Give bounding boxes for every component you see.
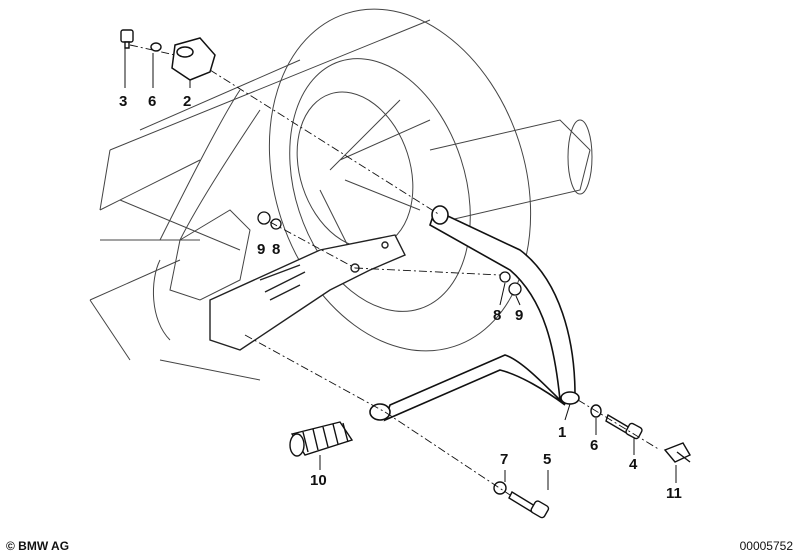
callout-2: 2 (183, 93, 191, 110)
callout-4: 4 (629, 456, 638, 473)
callout-6b: 6 (590, 437, 598, 454)
clamp (171, 37, 216, 81)
callout-9a: 9 (257, 241, 265, 258)
washer-8b (499, 271, 511, 283)
callout-7: 7 (500, 451, 508, 468)
callout-9b: 9 (515, 307, 523, 324)
callout-11: 11 (666, 485, 682, 502)
callout-1: 1 (558, 424, 566, 441)
rubber-footpeg-10 (289, 421, 354, 457)
callout-10: 10 (310, 472, 327, 489)
leader-lines (124, 48, 677, 490)
image-number: 00005752 (739, 539, 793, 553)
copyright-notice: © BMW AG (6, 539, 70, 553)
washer-7 (493, 481, 507, 495)
washer-8a (270, 218, 282, 230)
motorcycle-background (89, 8, 593, 381)
bracket-plate (209, 234, 406, 351)
wing-screw-11 (663, 442, 691, 463)
bolt-4 (605, 413, 643, 440)
washer-6a (150, 42, 162, 52)
screw-3 (120, 29, 134, 49)
callout-8a: 8 (272, 241, 280, 258)
bolt-5 (508, 491, 550, 519)
nut-9b (508, 282, 522, 296)
callout-8b: 8 (493, 307, 501, 324)
callout-3: 3 (119, 93, 127, 110)
callouts: 1 2 3 4 5 6 6 7 8 8 9 9 10 11 (119, 93, 682, 502)
assembly-lines (129, 44, 661, 496)
callout-6a: 6 (148, 93, 156, 110)
footrest-bar (369, 205, 580, 422)
callout-5: 5 (543, 451, 551, 468)
nut-9a (257, 211, 271, 225)
